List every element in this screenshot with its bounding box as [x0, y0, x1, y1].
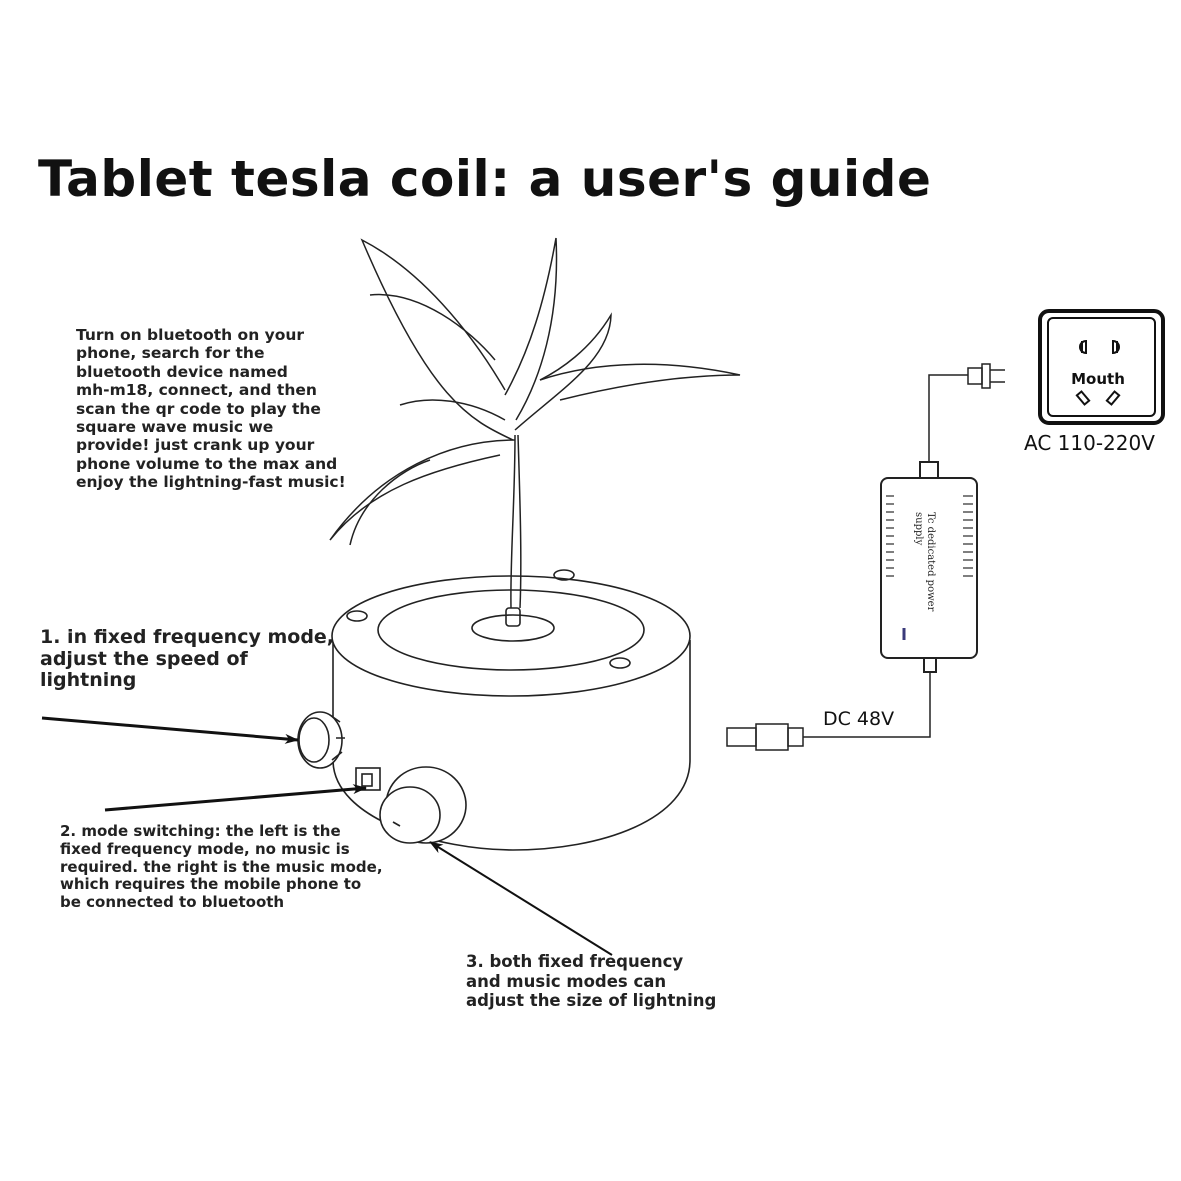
callout-arrow-2	[104, 784, 367, 812]
ac-voltage-label: AC 110-220V	[1024, 431, 1155, 455]
lightning-discharge-drawing	[329, 237, 741, 609]
power-supply-label: Tc dedicated power supply	[913, 512, 936, 615]
screw-icon	[553, 569, 575, 581]
speed-knob	[297, 711, 345, 769]
callout-arrow-3	[429, 841, 613, 956]
size-knob	[379, 766, 467, 844]
screw-icon	[346, 610, 368, 622]
mode-switch	[355, 767, 381, 791]
ac-cable	[928, 363, 1005, 462]
wall-socket	[1038, 309, 1165, 425]
dc-cable	[726, 672, 931, 751]
power-supply-vents	[886, 495, 973, 577]
dc-voltage-label: DC 48V	[823, 708, 895, 730]
screw-icon	[609, 657, 631, 669]
bluetooth-instructions: Turn on bluetooth on your phone, search …	[76, 326, 346, 492]
callout-size-knob: 3. both fixed frequency and music modes …	[466, 952, 717, 1010]
callout-speed-knob: 1. in fixed frequency mode, adjust the s…	[40, 626, 335, 691]
callout-mode-switch: 2. mode switching: the left is the fixed…	[60, 822, 383, 912]
socket-label: Mouth	[1071, 370, 1125, 388]
power-supply	[880, 461, 978, 673]
callout-arrow-1	[41, 716, 299, 744]
page-title: Tablet tesla coil: a user's guide	[38, 150, 932, 208]
